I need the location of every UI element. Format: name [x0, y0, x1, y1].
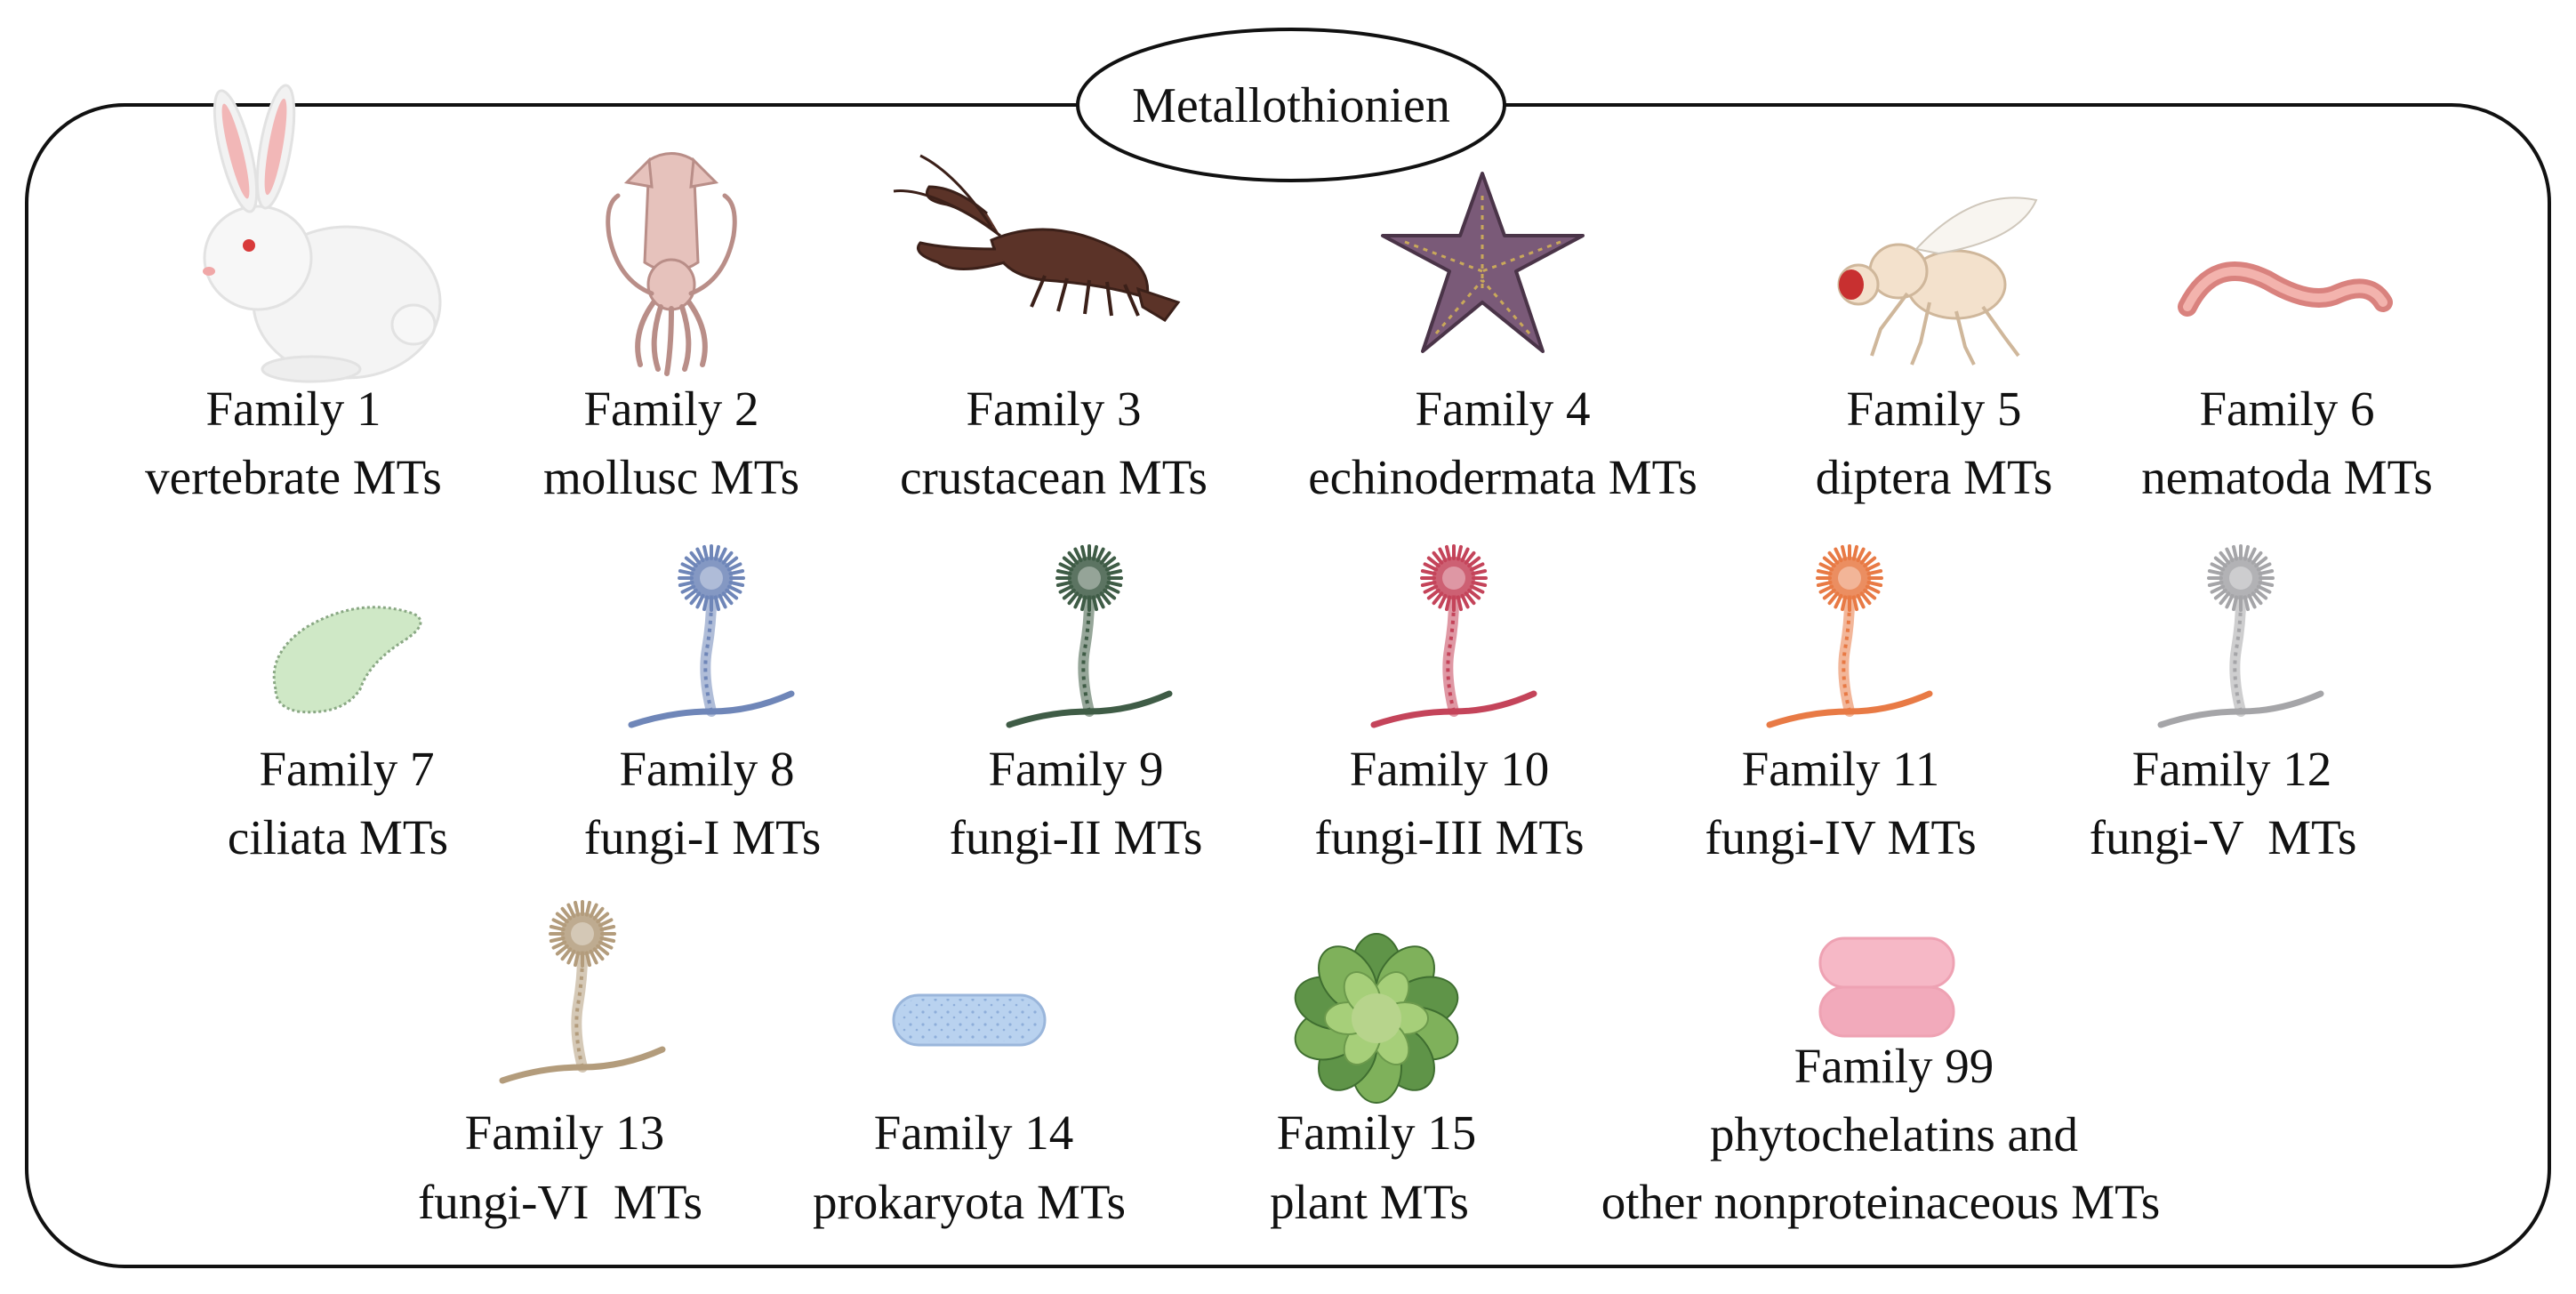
label-family-10: Family 10 fungi-III MTs — [1314, 742, 1584, 864]
family-number: Family 5 — [1846, 382, 2021, 436]
family-group: diptera MTs — [1816, 450, 2053, 504]
family-group: fungi-III MTs — [1314, 810, 1584, 864]
family-group: fungi-V MTs — [2090, 810, 2357, 864]
worm-icon — [2178, 261, 2393, 317]
family-group: mollusc MTs — [543, 450, 799, 504]
family-group: crustacean MTs — [900, 450, 1208, 504]
fungus-icon — [2157, 544, 2324, 728]
label-family-5: Family 5 diptera MTs — [1816, 382, 2053, 504]
label-family-3: Family 3 crustacean MTs — [900, 382, 1208, 504]
family-group: nematoda MTs — [2141, 450, 2433, 504]
family-number: Family 9 — [988, 742, 1163, 796]
bacterium-icon — [892, 993, 1047, 1047]
label-family-1: Family 1 vertebrate MTs — [145, 382, 442, 504]
label-family-2: Family 2 mollusc MTs — [543, 382, 799, 504]
family-number: Family 11 — [1742, 742, 1940, 796]
family-group: ciliata MTs — [228, 810, 448, 864]
label-family-15: Family 15 plant MTs — [1270, 1105, 1476, 1229]
label-family-13: Family 13 fungi-VI MTs — [418, 1105, 702, 1229]
label-family-14: Family 14 prokaryota MTs — [813, 1105, 1126, 1229]
family-group: fungi-I MTs — [584, 810, 822, 864]
fungus-icon — [1370, 544, 1537, 728]
family-number: Family 14 — [874, 1105, 1074, 1160]
fungus-icon — [1006, 544, 1173, 728]
family-number: Family 6 — [2199, 382, 2374, 436]
label-family-8: Family 8 fungi-I MTs — [584, 742, 822, 864]
ciliate-icon — [272, 606, 422, 714]
label-family-11: Family 11 fungi-IV MTs — [1705, 742, 1976, 864]
family-number: Family 7 — [259, 742, 434, 796]
plant-rosette-icon — [1294, 933, 1459, 1104]
fly-icon — [1837, 197, 2038, 366]
family-number: Family 1 — [205, 382, 381, 436]
fungus-icon — [499, 900, 666, 1084]
family-group: vertebrate MTs — [145, 450, 442, 504]
family-group: phytochelatins and — [1710, 1107, 2078, 1161]
family-number: Family 10 — [1350, 742, 1550, 796]
family-group: fungi-IV MTs — [1705, 810, 1976, 864]
fungus-icon — [1766, 544, 1933, 728]
family-group: fungi-II MTs — [950, 810, 1203, 864]
pill-icon — [1818, 936, 1955, 1038]
starfish-icon — [1381, 172, 1585, 353]
family-number: Family 99 — [1794, 1039, 1994, 1093]
family-group: fungi-VI MTs — [418, 1175, 702, 1229]
family-number: Family 8 — [619, 742, 794, 796]
family-number: Family 4 — [1415, 382, 1590, 436]
title-badge: Metallothionien — [1076, 28, 1506, 182]
label-family-4: Family 4 echinodermata MTs — [1308, 382, 1697, 504]
family-number: Family 3 — [966, 382, 1141, 436]
family-number: Family 13 — [465, 1105, 665, 1160]
label-family-9: Family 9 fungi-II MTs — [950, 742, 1203, 864]
family-group: prokaryota MTs — [813, 1175, 1126, 1229]
rabbit-icon — [203, 84, 442, 383]
family-number: Family 2 — [583, 382, 758, 436]
squid-icon — [606, 152, 737, 376]
family-group: echinodermata MTs — [1308, 450, 1697, 504]
family-group: plant MTs — [1270, 1175, 1469, 1229]
family-group-line-2: other nonproteinaceous MTs — [1601, 1175, 2161, 1229]
lobster-icon — [893, 154, 1181, 322]
label-family-6: Family 6 nematoda MTs — [2141, 382, 2433, 504]
label-family-7: Family 7 ciliata MTs — [228, 742, 448, 864]
label-family-12: Family 12 fungi-V MTs — [2090, 742, 2357, 864]
fungus-icon — [628, 544, 795, 728]
diagram-title: Metallothionien — [1132, 78, 1450, 133]
family-number: Family 15 — [1277, 1105, 1477, 1160]
label-family-99: Family 99 phytochelatins and other nonpr… — [1601, 1039, 2161, 1229]
family-number: Family 12 — [2132, 742, 2332, 796]
